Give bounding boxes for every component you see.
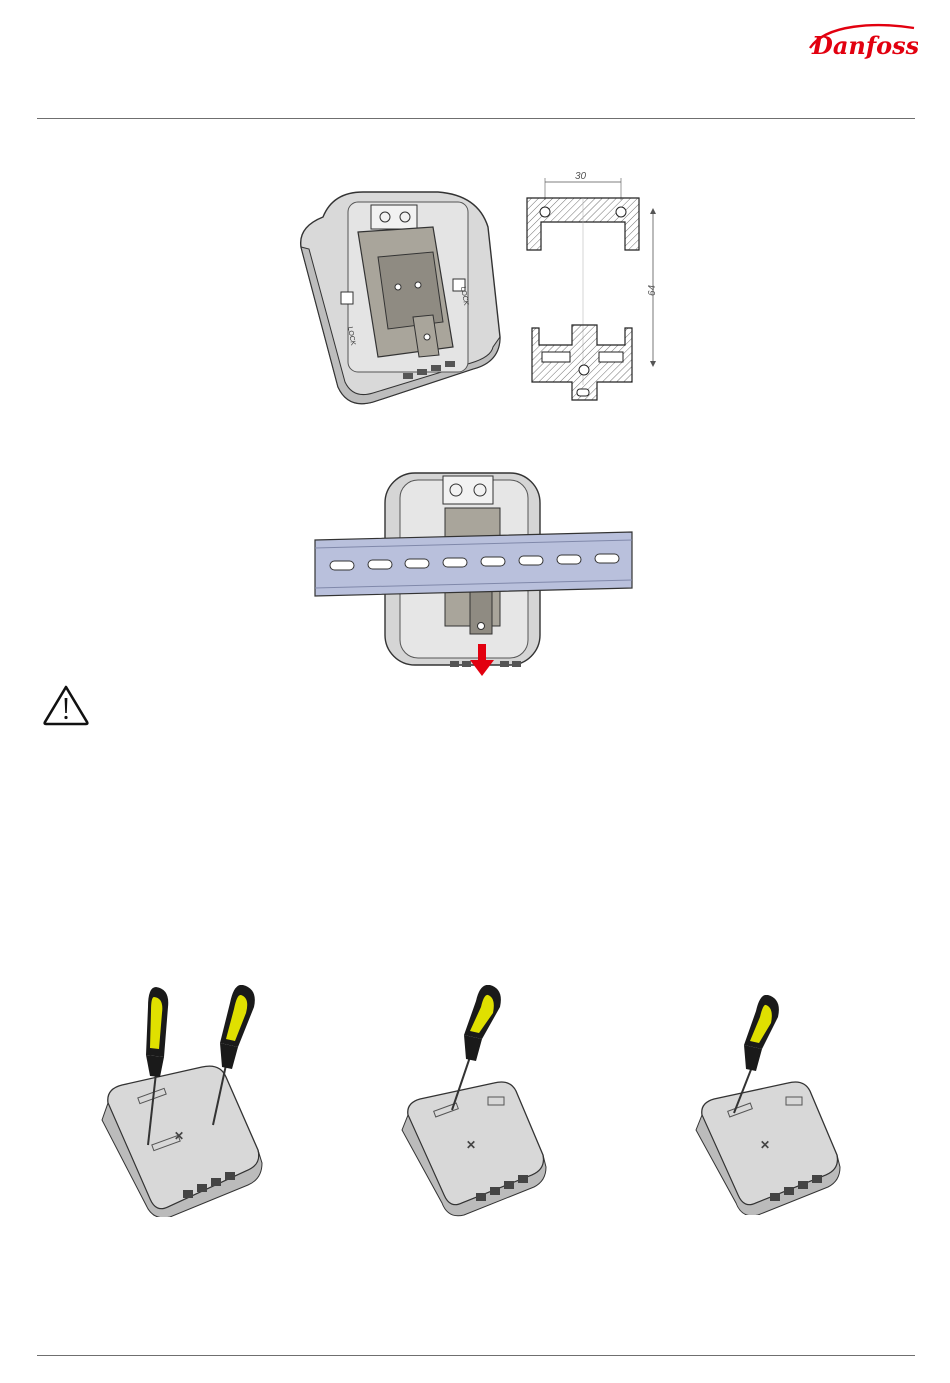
svg-text:✕: ✕ (760, 1138, 770, 1152)
screwdriver-figure-single-screw: ✕ (692, 995, 842, 1215)
svg-text:✕: ✕ (174, 1129, 184, 1143)
pull-down-arrow-icon (470, 660, 494, 676)
brand-name: Danfoss (811, 31, 918, 60)
footer-rule (37, 1355, 915, 1356)
danfoss-logo: Danfoss (806, 18, 918, 62)
screwdriver-figure-two-screws: ✕ (98, 985, 268, 1217)
header-rule (37, 118, 915, 119)
warning-triangle-icon (42, 684, 90, 726)
dimension-width-label: 30 (575, 171, 587, 182)
screwdriver-figure-center-screw: ✕ (398, 985, 548, 1217)
din-clip-controller-figure: LOCK LOCK (293, 187, 503, 412)
svg-text:✕: ✕ (466, 1138, 476, 1152)
din-rail-profile-drawing: 30 64 (517, 170, 667, 405)
din-rail-mounting-figure (310, 468, 640, 680)
dimension-height-label: 64 (647, 284, 658, 296)
